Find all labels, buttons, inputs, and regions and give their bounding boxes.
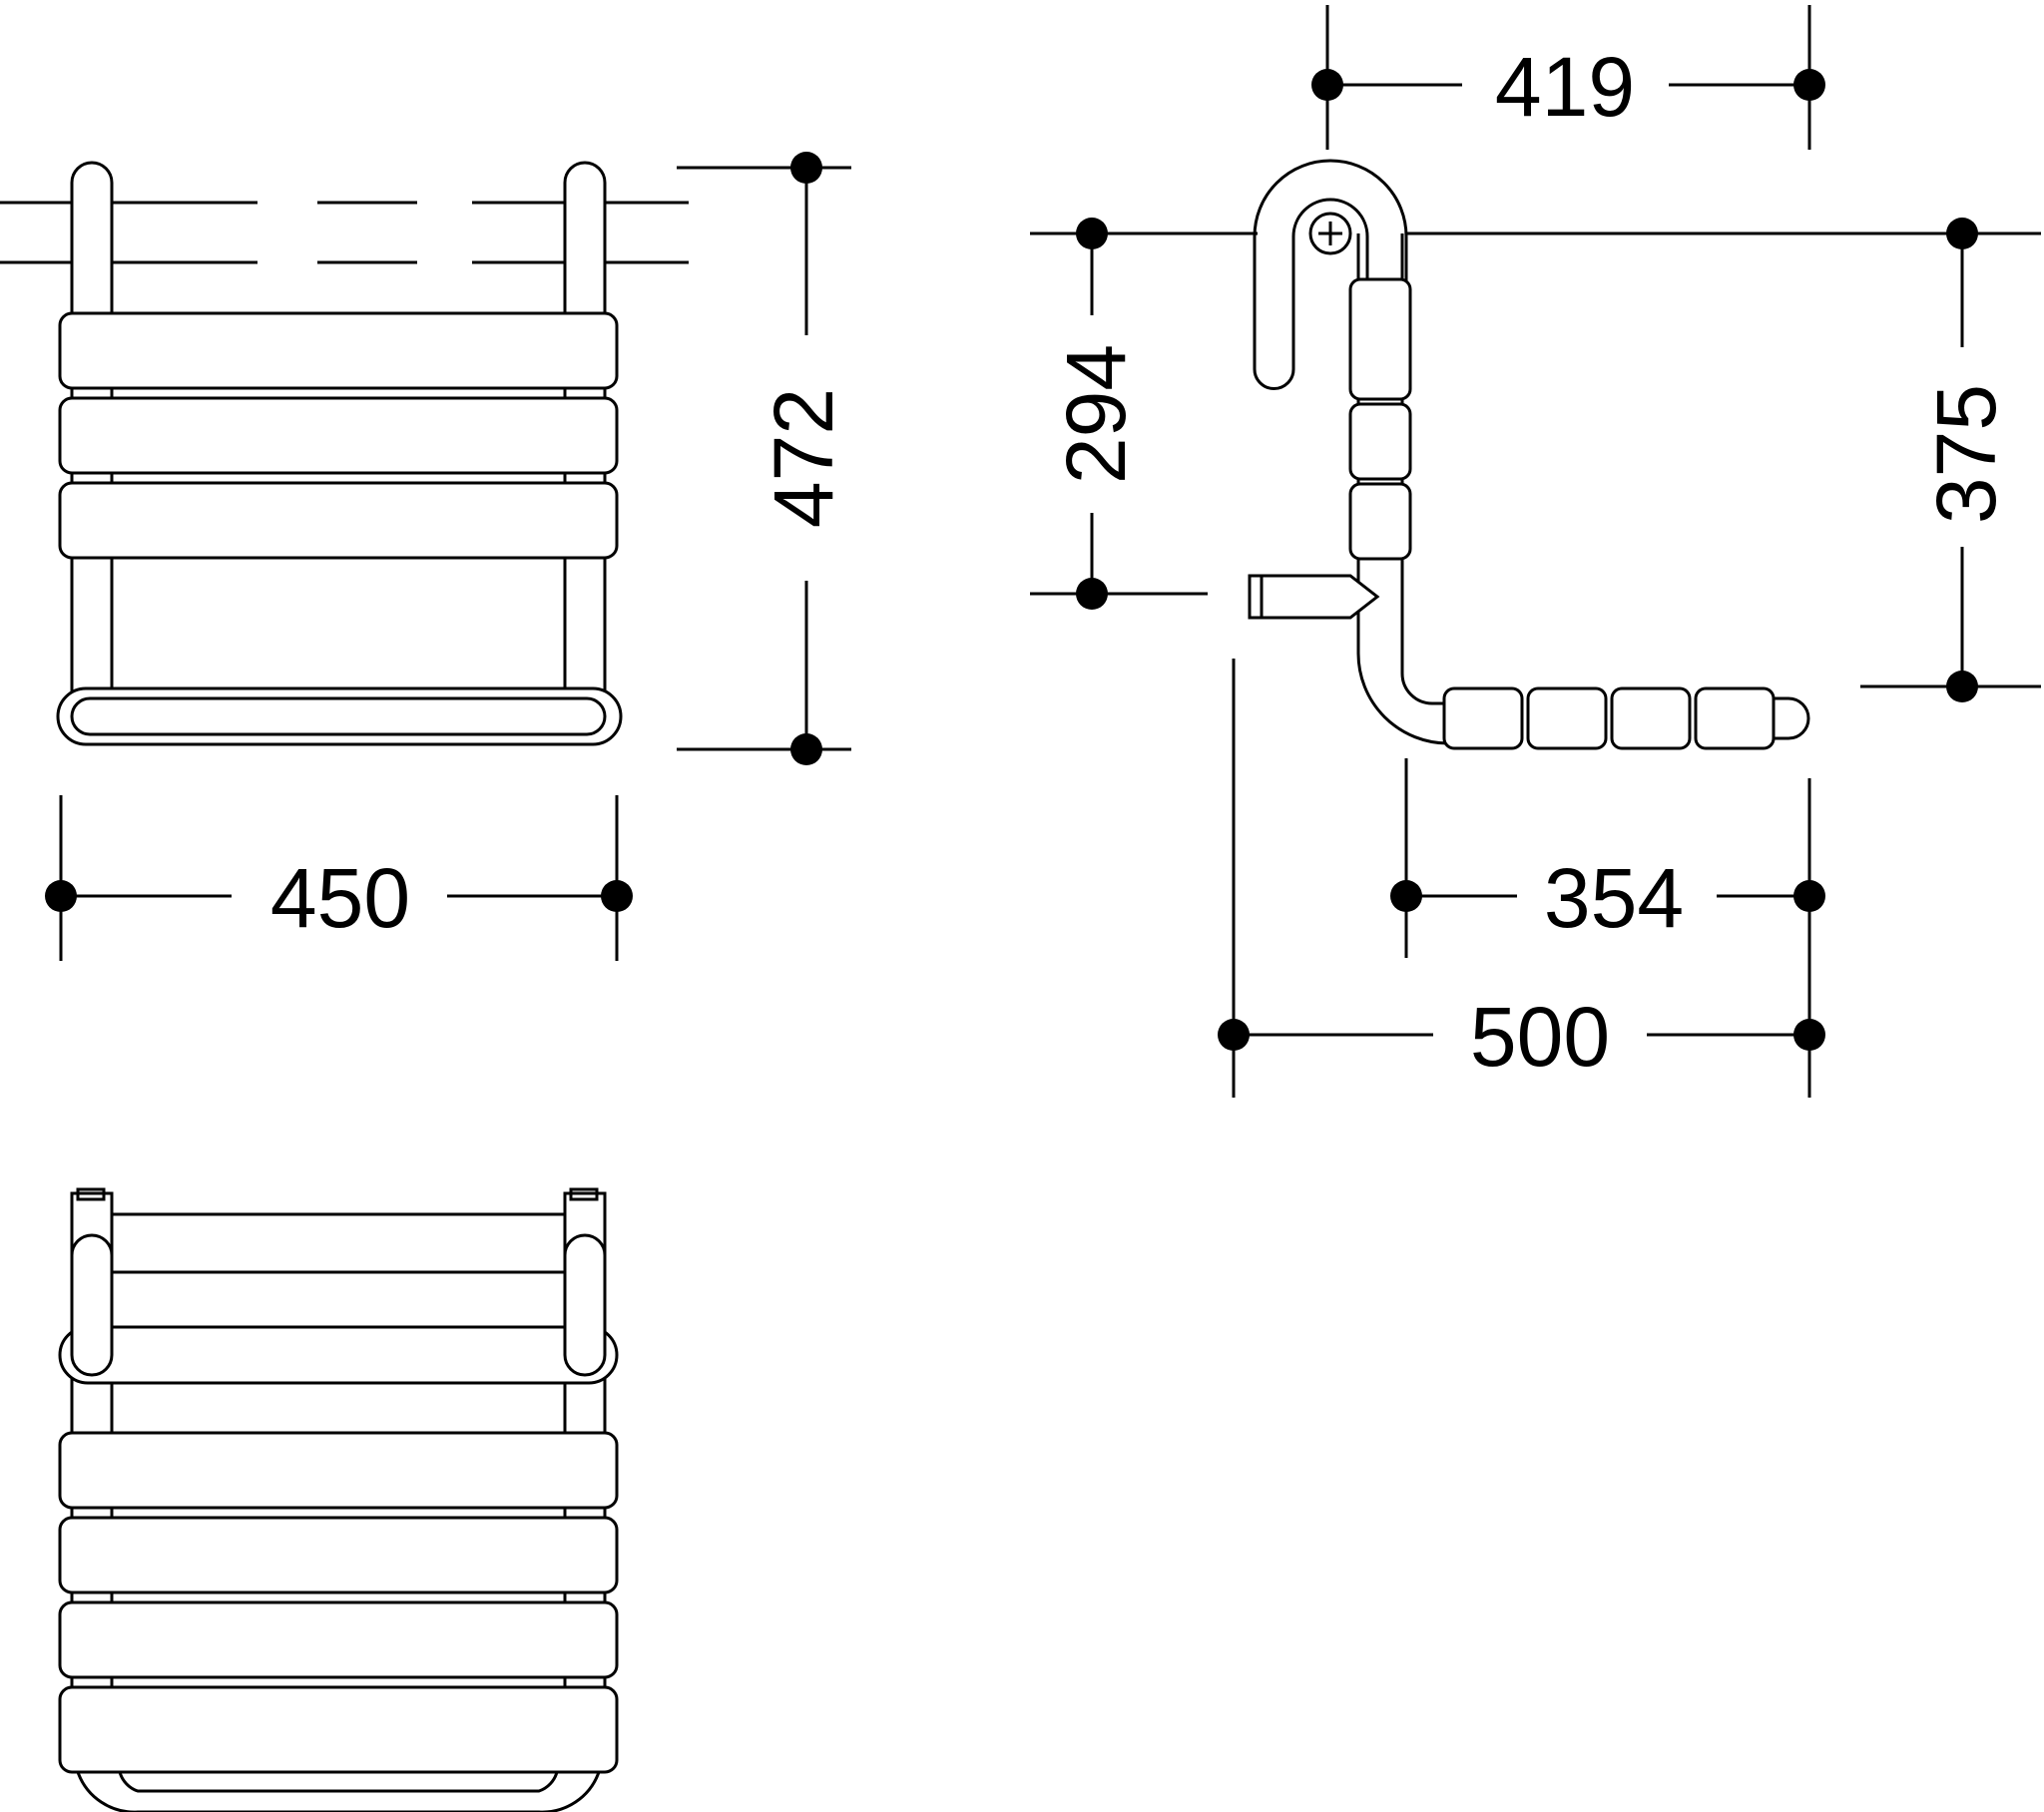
dimension-label-front-height: 472 xyxy=(757,388,850,528)
seat-slat xyxy=(58,481,619,560)
dimension-height: 472 xyxy=(677,152,851,765)
seat-slat-top xyxy=(58,1600,619,1679)
seat-slat-top xyxy=(58,1516,619,1594)
wall-bracket xyxy=(1253,159,1408,390)
side-view: 419 294 375 xyxy=(1030,5,2041,1098)
hinge-bar xyxy=(58,1325,619,1385)
dimension-width: 450 xyxy=(45,795,633,961)
dimension-label-side-right-height: 375 xyxy=(1919,384,2013,524)
dimension-top-width: 419 xyxy=(1311,5,1825,150)
dimension-label-front-width: 450 xyxy=(270,851,410,945)
seat-slat xyxy=(58,311,619,390)
front-view: 472 450 xyxy=(0,152,851,961)
top-view xyxy=(58,1187,619,1812)
dimension-right-height: 375 xyxy=(1406,218,2041,702)
dimension-left-height: 294 xyxy=(1030,218,1258,610)
seat-slat-side xyxy=(1348,277,1412,401)
dimension-label-side-top-width: 419 xyxy=(1495,40,1635,134)
seat-slat-side xyxy=(1348,402,1412,481)
pivot-handle xyxy=(1248,574,1380,620)
wall-bracket-right xyxy=(563,1233,607,1377)
arm-end-cap xyxy=(1772,696,1810,740)
seat-slat xyxy=(58,396,619,475)
frame-tube xyxy=(1356,233,1457,745)
bottom-bar xyxy=(56,686,623,746)
wall-bracket-left xyxy=(70,1233,114,1377)
seat-slat-side xyxy=(1348,482,1412,561)
dimension-label-side-total-depth: 500 xyxy=(1470,990,1610,1084)
arm-slat xyxy=(1610,686,1692,750)
arm-slat xyxy=(1694,686,1776,750)
seat-slat-top xyxy=(58,1685,619,1774)
arm-slat xyxy=(1526,686,1608,750)
arm-slat xyxy=(1442,686,1524,750)
dimension-label-side-arm-length: 354 xyxy=(1544,851,1684,945)
dimension-arm-length: 354 xyxy=(1390,758,1825,1098)
dimension-label-side-left-height: 294 xyxy=(1049,344,1143,484)
seat-slat-top xyxy=(58,1431,619,1510)
dimension-total-depth: 500 xyxy=(1218,659,1825,1098)
